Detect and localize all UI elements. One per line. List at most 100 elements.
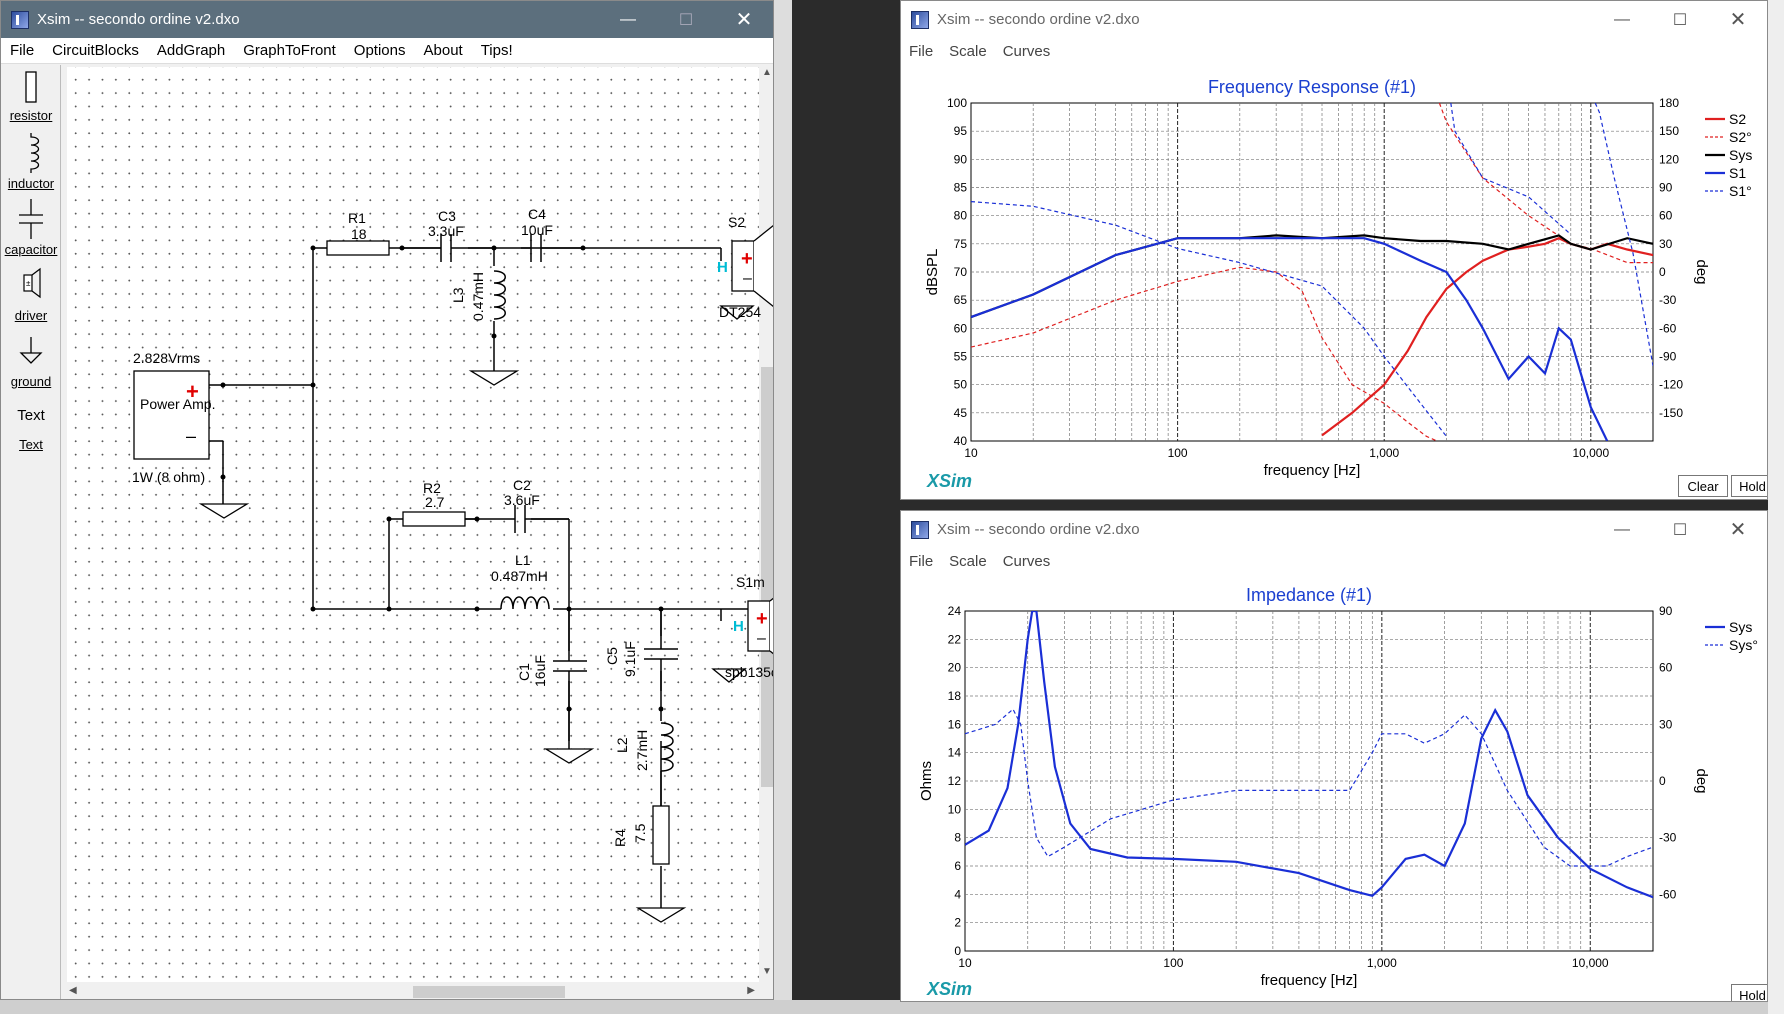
close-button[interactable]: ✕ (1729, 9, 1747, 31)
x-tick-label: 10 (958, 956, 972, 970)
imp-titlebar[interactable]: Xsim -- secondo ordine v2.dxo — ☐ ✕ (901, 511, 1767, 548)
l3-value: 0.47mH (470, 272, 486, 321)
y-tick-label: 45 (954, 406, 968, 420)
menu-curves[interactable]: Curves (1002, 42, 1051, 60)
l1-name: L1 (515, 552, 531, 568)
scroll-thumb[interactable] (413, 986, 565, 998)
frequency-response-chart[interactable]: 1009590858075706560555045401801501209060… (901, 65, 1768, 495)
tool-resistor[interactable]: resistor (1, 69, 61, 123)
y2-axis-label: deg (1693, 768, 1710, 793)
hold-button[interactable]: Hold (1731, 984, 1767, 1001)
s2-model: DT254 (719, 304, 761, 320)
y2-tick-label: 120 (1659, 152, 1679, 166)
x-tick-label: 100 (1163, 956, 1183, 970)
minimize-button[interactable]: — (1614, 10, 1630, 28)
series-line-Sys-phase (965, 708, 1653, 867)
x-tick-label: 10 (964, 446, 978, 460)
menu-file[interactable]: File (10, 42, 35, 59)
s1-model: spb135c (725, 664, 774, 680)
fr-menubar: File Scale Curves (901, 38, 1767, 64)
menu-curves[interactable]: Curves (1002, 552, 1051, 570)
ground-r4 (635, 907, 687, 923)
y-tick-label: 8 (954, 831, 961, 845)
menu-graphtofront[interactable]: GraphToFront (243, 42, 336, 59)
x-tick-label: 1,000 (1369, 446, 1399, 460)
menu-file[interactable]: File (909, 552, 934, 570)
scroll-thumb[interactable] (761, 367, 773, 787)
menu-about[interactable]: About (423, 42, 463, 59)
window-title: Xsim -- secondo ordine v2.dxo (37, 11, 240, 28)
y-tick-label: 70 (954, 265, 968, 279)
resistor-r4 (652, 805, 670, 865)
y2-tick-label: -120 (1659, 378, 1683, 392)
inductor-icon (30, 133, 40, 173)
series-line-S1 (971, 237, 1609, 441)
schematic-titlebar[interactable]: Xsim -- secondo ordine v2.dxo — ☐ ✕ (1, 1, 773, 38)
l2-value: 2.7mH (634, 730, 650, 771)
scroll-left-arrow[interactable]: ◀ (69, 985, 77, 996)
scroll-up-arrow[interactable]: ▲ (762, 67, 772, 78)
l3-name: L3 (450, 287, 466, 303)
svg-text:–: – (743, 270, 752, 287)
svg-text:+: + (741, 248, 753, 270)
menu-tips[interactable]: Tips! (480, 42, 513, 59)
s2-name: S2 (728, 214, 745, 230)
menu-scale[interactable]: Scale (949, 42, 987, 60)
minimize-button[interactable]: — (1614, 520, 1630, 538)
y-axis-label: dBSPL (924, 249, 941, 296)
r4-value: 7.5 (632, 823, 648, 843)
ground-source (198, 503, 250, 519)
r2-name: R2 (423, 480, 441, 496)
c2-name: C2 (513, 477, 531, 493)
horizontal-scrollbar[interactable]: ◀ ▶ (67, 983, 759, 999)
maximize-button[interactable]: ☐ (1672, 521, 1688, 539)
close-button[interactable]: ✕ (1729, 519, 1747, 541)
hold-button[interactable]: Hold (1731, 475, 1767, 497)
capacitor-icon (19, 199, 43, 239)
minimize-button[interactable]: — (620, 10, 636, 28)
c2-value: 3.6uF (504, 492, 540, 508)
y-tick-label: 10 (948, 802, 962, 816)
y-tick-label: 85 (954, 181, 968, 195)
y-tick-label: 80 (954, 209, 968, 223)
tool-ground[interactable]: ground (1, 331, 61, 389)
y2-tick-label: 150 (1659, 124, 1679, 138)
tool-text[interactable]: Text Text (1, 403, 61, 452)
menu-circuitblocks[interactable]: CircuitBlocks (52, 42, 139, 59)
background-right-strip (1768, 0, 1784, 1014)
close-button[interactable]: ✕ (735, 9, 753, 31)
driver-icon: ± (23, 267, 41, 299)
tool-capacitor[interactable]: capacitor (1, 199, 61, 257)
x-tick-label: 100 (1168, 446, 1188, 460)
x-tick-label: 10,000 (1572, 956, 1609, 970)
legend-label: S1 (1729, 165, 1746, 181)
scroll-down-arrow[interactable]: ▼ (762, 966, 772, 977)
fr-titlebar[interactable]: Xsim -- secondo ordine v2.dxo — ☐ ✕ (901, 1, 1767, 38)
circuit-diagram[interactable]: R1 18 C3 3.3uF C4 10uF L3 0.47mH + – H S… (1, 1, 774, 1000)
clear-button[interactable]: Clear (1678, 475, 1728, 497)
impedance-window: Xsim -- secondo ordine v2.dxo — ☐ ✕ File… (900, 510, 1768, 1002)
s1-name: S1m (736, 574, 765, 590)
tool-driver[interactable]: ± driver (1, 265, 61, 323)
tool-label: resistor (9, 108, 53, 123)
capacitor-c1 (553, 609, 587, 749)
y-tick-label: 40 (954, 434, 968, 448)
svg-text:H: H (733, 618, 744, 635)
text-icon: Text (17, 407, 45, 424)
maximize-button[interactable]: ☐ (1672, 11, 1688, 29)
resistor-r1 (326, 240, 390, 256)
r2-value: 2.7 (425, 494, 445, 510)
maximize-button[interactable]: ☐ (678, 11, 694, 29)
y2-tick-label: -150 (1659, 406, 1683, 420)
menu-scale[interactable]: Scale (949, 552, 987, 570)
scroll-right-arrow[interactable]: ▶ (747, 985, 755, 996)
x-axis-label: frequency [Hz] (1264, 462, 1361, 479)
menu-options[interactable]: Options (353, 42, 406, 59)
c4-name: C4 (528, 206, 546, 222)
tool-inductor[interactable]: inductor (1, 133, 61, 191)
y-axis-label: Ohms (918, 761, 935, 801)
menu-addgraph[interactable]: AddGraph (156, 42, 226, 59)
menu-file[interactable]: File (909, 42, 934, 60)
y2-tick-label: -30 (1659, 831, 1677, 845)
